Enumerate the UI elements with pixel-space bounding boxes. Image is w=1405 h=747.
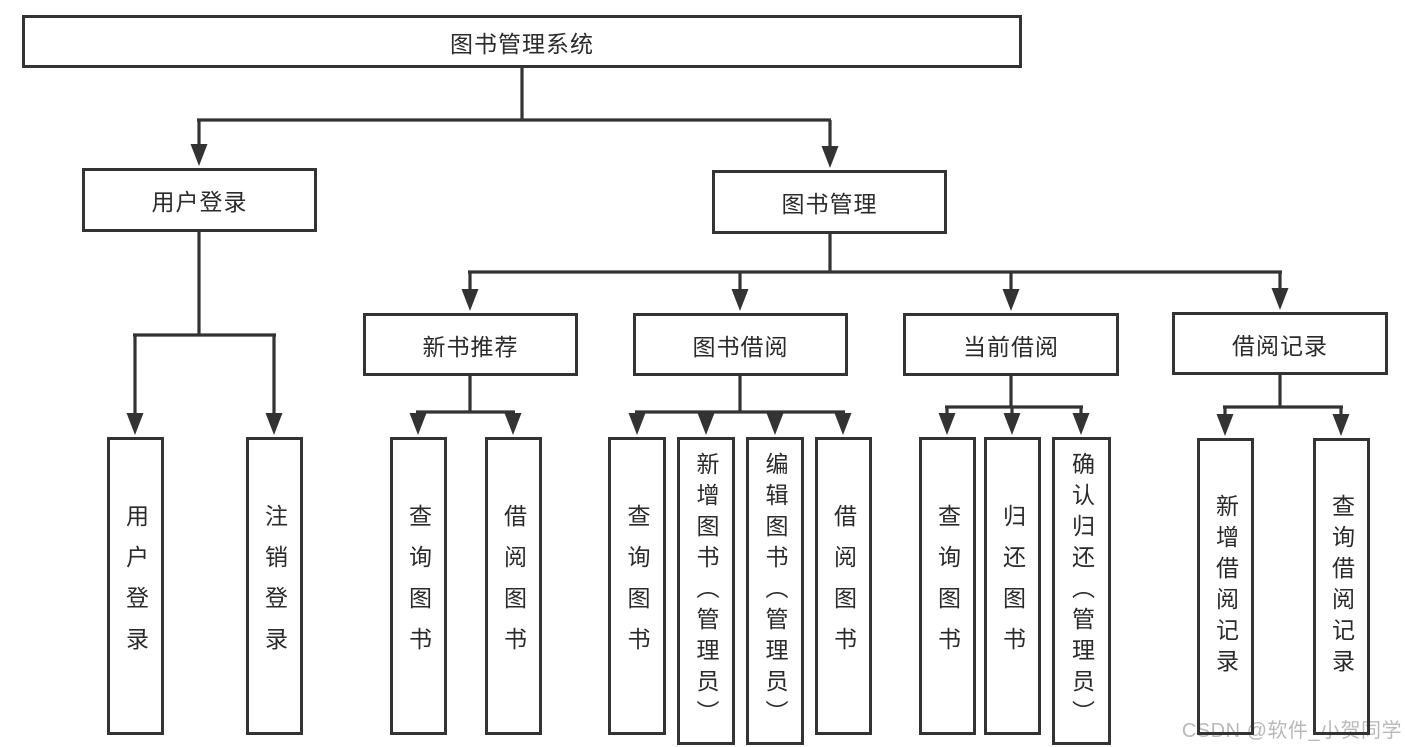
- node-nb-query-book-label: 查询图书: [405, 504, 432, 668]
- node-user-login-action-label: 用户登录: [122, 504, 149, 668]
- node-borrow-records-label: 借阅记录: [1232, 332, 1328, 359]
- node-cb-confirm-return-label: 确认归还（管理员）: [1068, 451, 1095, 731]
- node-cb-return-book: 归还图书: [984, 437, 1041, 735]
- node-book-borrow: 图书借阅: [633, 313, 848, 376]
- node-br-add-record-label: 新增借阅记录: [1212, 493, 1239, 680]
- node-cb-query-book: 查询图书: [919, 437, 976, 735]
- node-borrow-records: 借阅记录: [1172, 312, 1388, 375]
- node-new-book-recommend-label: 新书推荐: [422, 333, 519, 360]
- node-cb-confirm-return: 确认归还（管理员）: [1052, 437, 1111, 745]
- node-new-book-recommend: 新书推荐: [363, 313, 578, 376]
- node-bb-add-book: 新增图书（管理员）: [677, 437, 735, 745]
- node-root-label: 图书管理系统: [450, 30, 594, 57]
- node-bb-borrow-book: 借阅图书: [815, 437, 872, 735]
- watermark: CSDN @软件_小贺同学: [1181, 720, 1402, 742]
- node-br-query-record-label: 查询借阅记录: [1328, 493, 1355, 680]
- node-bb-add-book-label: 新增图书（管理员）: [693, 451, 719, 731]
- node-bb-borrow-book-label: 借阅图书: [830, 504, 857, 668]
- node-current-borrow-label: 当前借阅: [963, 333, 1059, 360]
- node-root: 图书管理系统: [22, 15, 1022, 68]
- node-nb-query-book: 查询图书: [390, 437, 447, 735]
- node-bb-edit-book-label: 编辑图书（管理员）: [762, 451, 788, 731]
- node-user-login: 用户登录: [82, 168, 317, 232]
- node-nb-borrow-book: 借阅图书: [485, 437, 542, 735]
- node-user-login-label: 用户登录: [151, 189, 248, 215]
- node-bb-query-book: 查询图书: [608, 437, 666, 735]
- node-cb-query-book-label: 查询图书: [934, 504, 961, 668]
- node-cb-return-book-label: 归还图书: [999, 504, 1026, 668]
- node-nb-borrow-book-label: 借阅图书: [500, 504, 527, 668]
- node-user-login-action: 用户登录: [107, 437, 164, 735]
- node-book-management-label: 图书管理: [781, 191, 878, 217]
- node-current-borrow: 当前借阅: [903, 313, 1119, 376]
- node-book-management: 图书管理: [712, 170, 947, 234]
- node-br-query-record: 查询借阅记录: [1313, 438, 1370, 735]
- node-book-borrow-label: 图书借阅: [692, 333, 789, 360]
- node-bb-edit-book: 编辑图书（管理员）: [746, 437, 804, 745]
- node-br-add-record: 新增借阅记录: [1197, 438, 1254, 735]
- node-bb-query-book-label: 查询图书: [624, 504, 650, 668]
- node-logout-action: 注销登录: [246, 437, 303, 735]
- node-logout-action-label: 注销登录: [261, 504, 288, 668]
